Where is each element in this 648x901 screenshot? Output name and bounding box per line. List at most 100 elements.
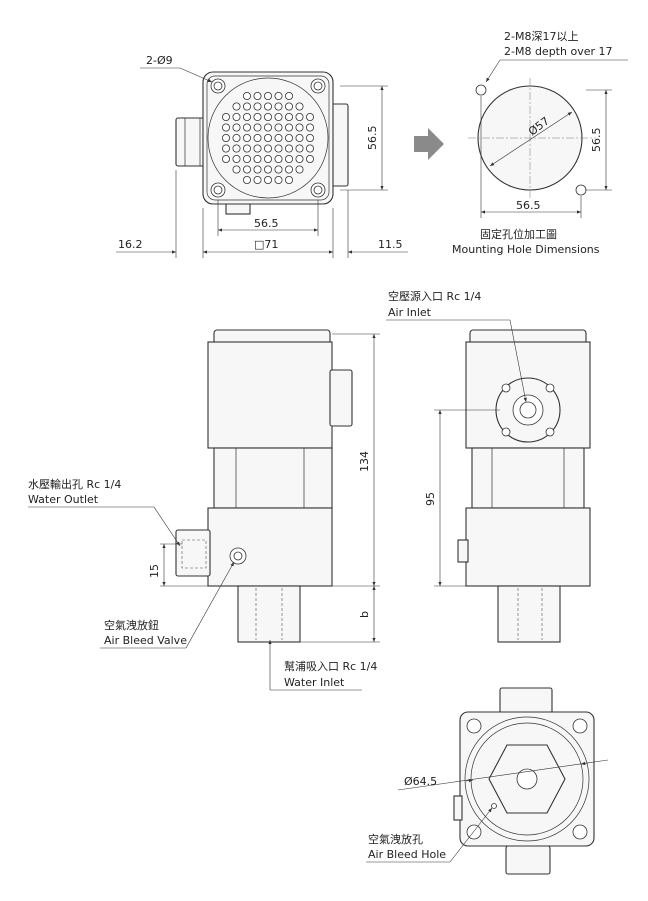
plate-hole xyxy=(274,123,283,132)
side-mid-body xyxy=(471,447,585,509)
plate-hole xyxy=(284,123,293,132)
bottom-view: Ø64.5 空氣洩放孔 Air Bleed Hole xyxy=(366,687,609,875)
mounting-hole xyxy=(575,184,587,196)
plate-hole xyxy=(253,92,262,101)
bleed-valve-en: Air Bleed Valve xyxy=(104,634,187,647)
dim-pitch-horizontal: 56.5 xyxy=(254,217,279,230)
plate-hole xyxy=(253,144,262,153)
dim-left-offset: 16.2 xyxy=(118,238,143,251)
air-inlet-en: Air Inlet xyxy=(388,306,432,319)
corner-hole-inner xyxy=(313,185,323,195)
plate-hole xyxy=(263,133,272,142)
plate-hole xyxy=(232,165,241,174)
plate-hole xyxy=(295,102,304,111)
bottom-corner-hole xyxy=(466,718,482,734)
bleed-valve-zh: 空氣洩放鈕 xyxy=(104,618,159,632)
mounting-hole xyxy=(475,84,487,96)
plate-hole xyxy=(274,102,283,111)
plate-hole xyxy=(295,154,304,163)
side-bleed-tab xyxy=(457,539,469,563)
hex-bore xyxy=(516,768,538,790)
water-inlet-en: Water Inlet xyxy=(284,676,345,689)
plate-hole xyxy=(284,113,293,122)
plate-hole xyxy=(242,175,251,184)
plate-hole xyxy=(253,113,262,122)
plate-hole xyxy=(242,165,251,174)
plate-hole xyxy=(253,102,262,111)
outlet-fitting xyxy=(175,529,211,577)
plate-hole xyxy=(221,113,230,122)
plate-hole xyxy=(305,133,314,142)
plate-hole xyxy=(242,154,251,163)
dim-air-inlet-height: 95 xyxy=(424,492,437,506)
plate-hole xyxy=(274,165,283,174)
bottom-corner-hole xyxy=(572,718,588,734)
plate-hole xyxy=(284,133,293,142)
plate-hole xyxy=(253,165,262,174)
plate-hole xyxy=(295,165,304,174)
mounting-dim-vertical: 56.5 xyxy=(590,128,603,153)
dim-pitch-vertical: 56.5 xyxy=(366,126,379,151)
corner-hole-inner xyxy=(313,81,323,91)
side-port xyxy=(329,369,353,427)
bottom-corner-hole xyxy=(572,824,588,840)
bleed-hole-en: Air Bleed Hole xyxy=(368,848,446,861)
plate-hole xyxy=(305,154,314,163)
top-view: 2-Ø9 56.5 56.5 16.2 □71 11.5 xyxy=(116,54,408,258)
mounting-title-zh: 固定孔位加工圖 xyxy=(480,227,557,241)
side-lower-body xyxy=(465,507,591,587)
air-inlet-zh: 空壓源入口 Rc 1/4 xyxy=(388,289,481,303)
water-outlet-zh: 水壓輸出孔 Rc 1/4 xyxy=(28,477,121,491)
bottom-corner-hole xyxy=(466,824,482,840)
plate-hole xyxy=(295,144,304,153)
side-view: 空壓源入口 Rc 1/4 Air Inlet 95 xyxy=(386,289,591,643)
plate-hole xyxy=(242,133,251,142)
dim-right-offset: 11.5 xyxy=(378,238,403,251)
plate-hole xyxy=(284,154,293,163)
bottom-side-tab xyxy=(453,795,463,821)
plate-hole xyxy=(263,92,272,101)
plate-hole xyxy=(305,144,314,153)
plate-hole xyxy=(232,133,241,142)
plate-hole xyxy=(274,92,283,101)
arrow-right-icon xyxy=(414,128,444,160)
plate-hole xyxy=(263,175,272,184)
plate-hole xyxy=(274,113,283,122)
water-outlet-en: Water Outlet xyxy=(28,493,99,506)
plate-hole xyxy=(221,133,230,142)
plate-hole xyxy=(253,123,262,132)
corner-hole-inner xyxy=(213,81,223,91)
flange-bolt xyxy=(501,427,511,437)
plate-hole xyxy=(284,92,293,101)
plate-hole xyxy=(232,154,241,163)
plate-hole xyxy=(232,144,241,153)
plate-hole xyxy=(305,123,314,132)
plate-hole xyxy=(242,123,251,132)
plate-hole xyxy=(253,133,262,142)
thread-note-zh: 2-M8深17以上 xyxy=(504,30,578,43)
dim-b: b xyxy=(358,611,371,618)
plate-hole xyxy=(242,144,251,153)
mounting-dim-horizontal: 56.5 xyxy=(516,199,541,212)
dim-outlet-height: 15 xyxy=(148,564,161,578)
plate-hole xyxy=(242,113,251,122)
bleed-valve-center xyxy=(233,551,243,561)
plate-hole xyxy=(232,102,241,111)
plate-hole xyxy=(295,113,304,122)
dim-square: □71 xyxy=(254,238,278,251)
side-inlet-pipe xyxy=(497,585,561,643)
plate-hole xyxy=(263,123,272,132)
plate-hole xyxy=(295,133,304,142)
flange-bolt xyxy=(501,383,511,393)
bottom-lower-port xyxy=(505,845,551,875)
flange-ring xyxy=(207,77,329,199)
bottom-diameter: Ø64.5 xyxy=(404,775,437,788)
lower-body xyxy=(207,507,333,587)
hole-count-label: 2-Ø9 xyxy=(146,54,173,67)
plate-hole xyxy=(221,144,230,153)
thread-note-en: 2-M8 depth over 17 xyxy=(504,45,613,58)
plate-hole xyxy=(295,123,304,132)
plate-hole xyxy=(242,102,251,111)
plate-hole xyxy=(274,175,283,184)
